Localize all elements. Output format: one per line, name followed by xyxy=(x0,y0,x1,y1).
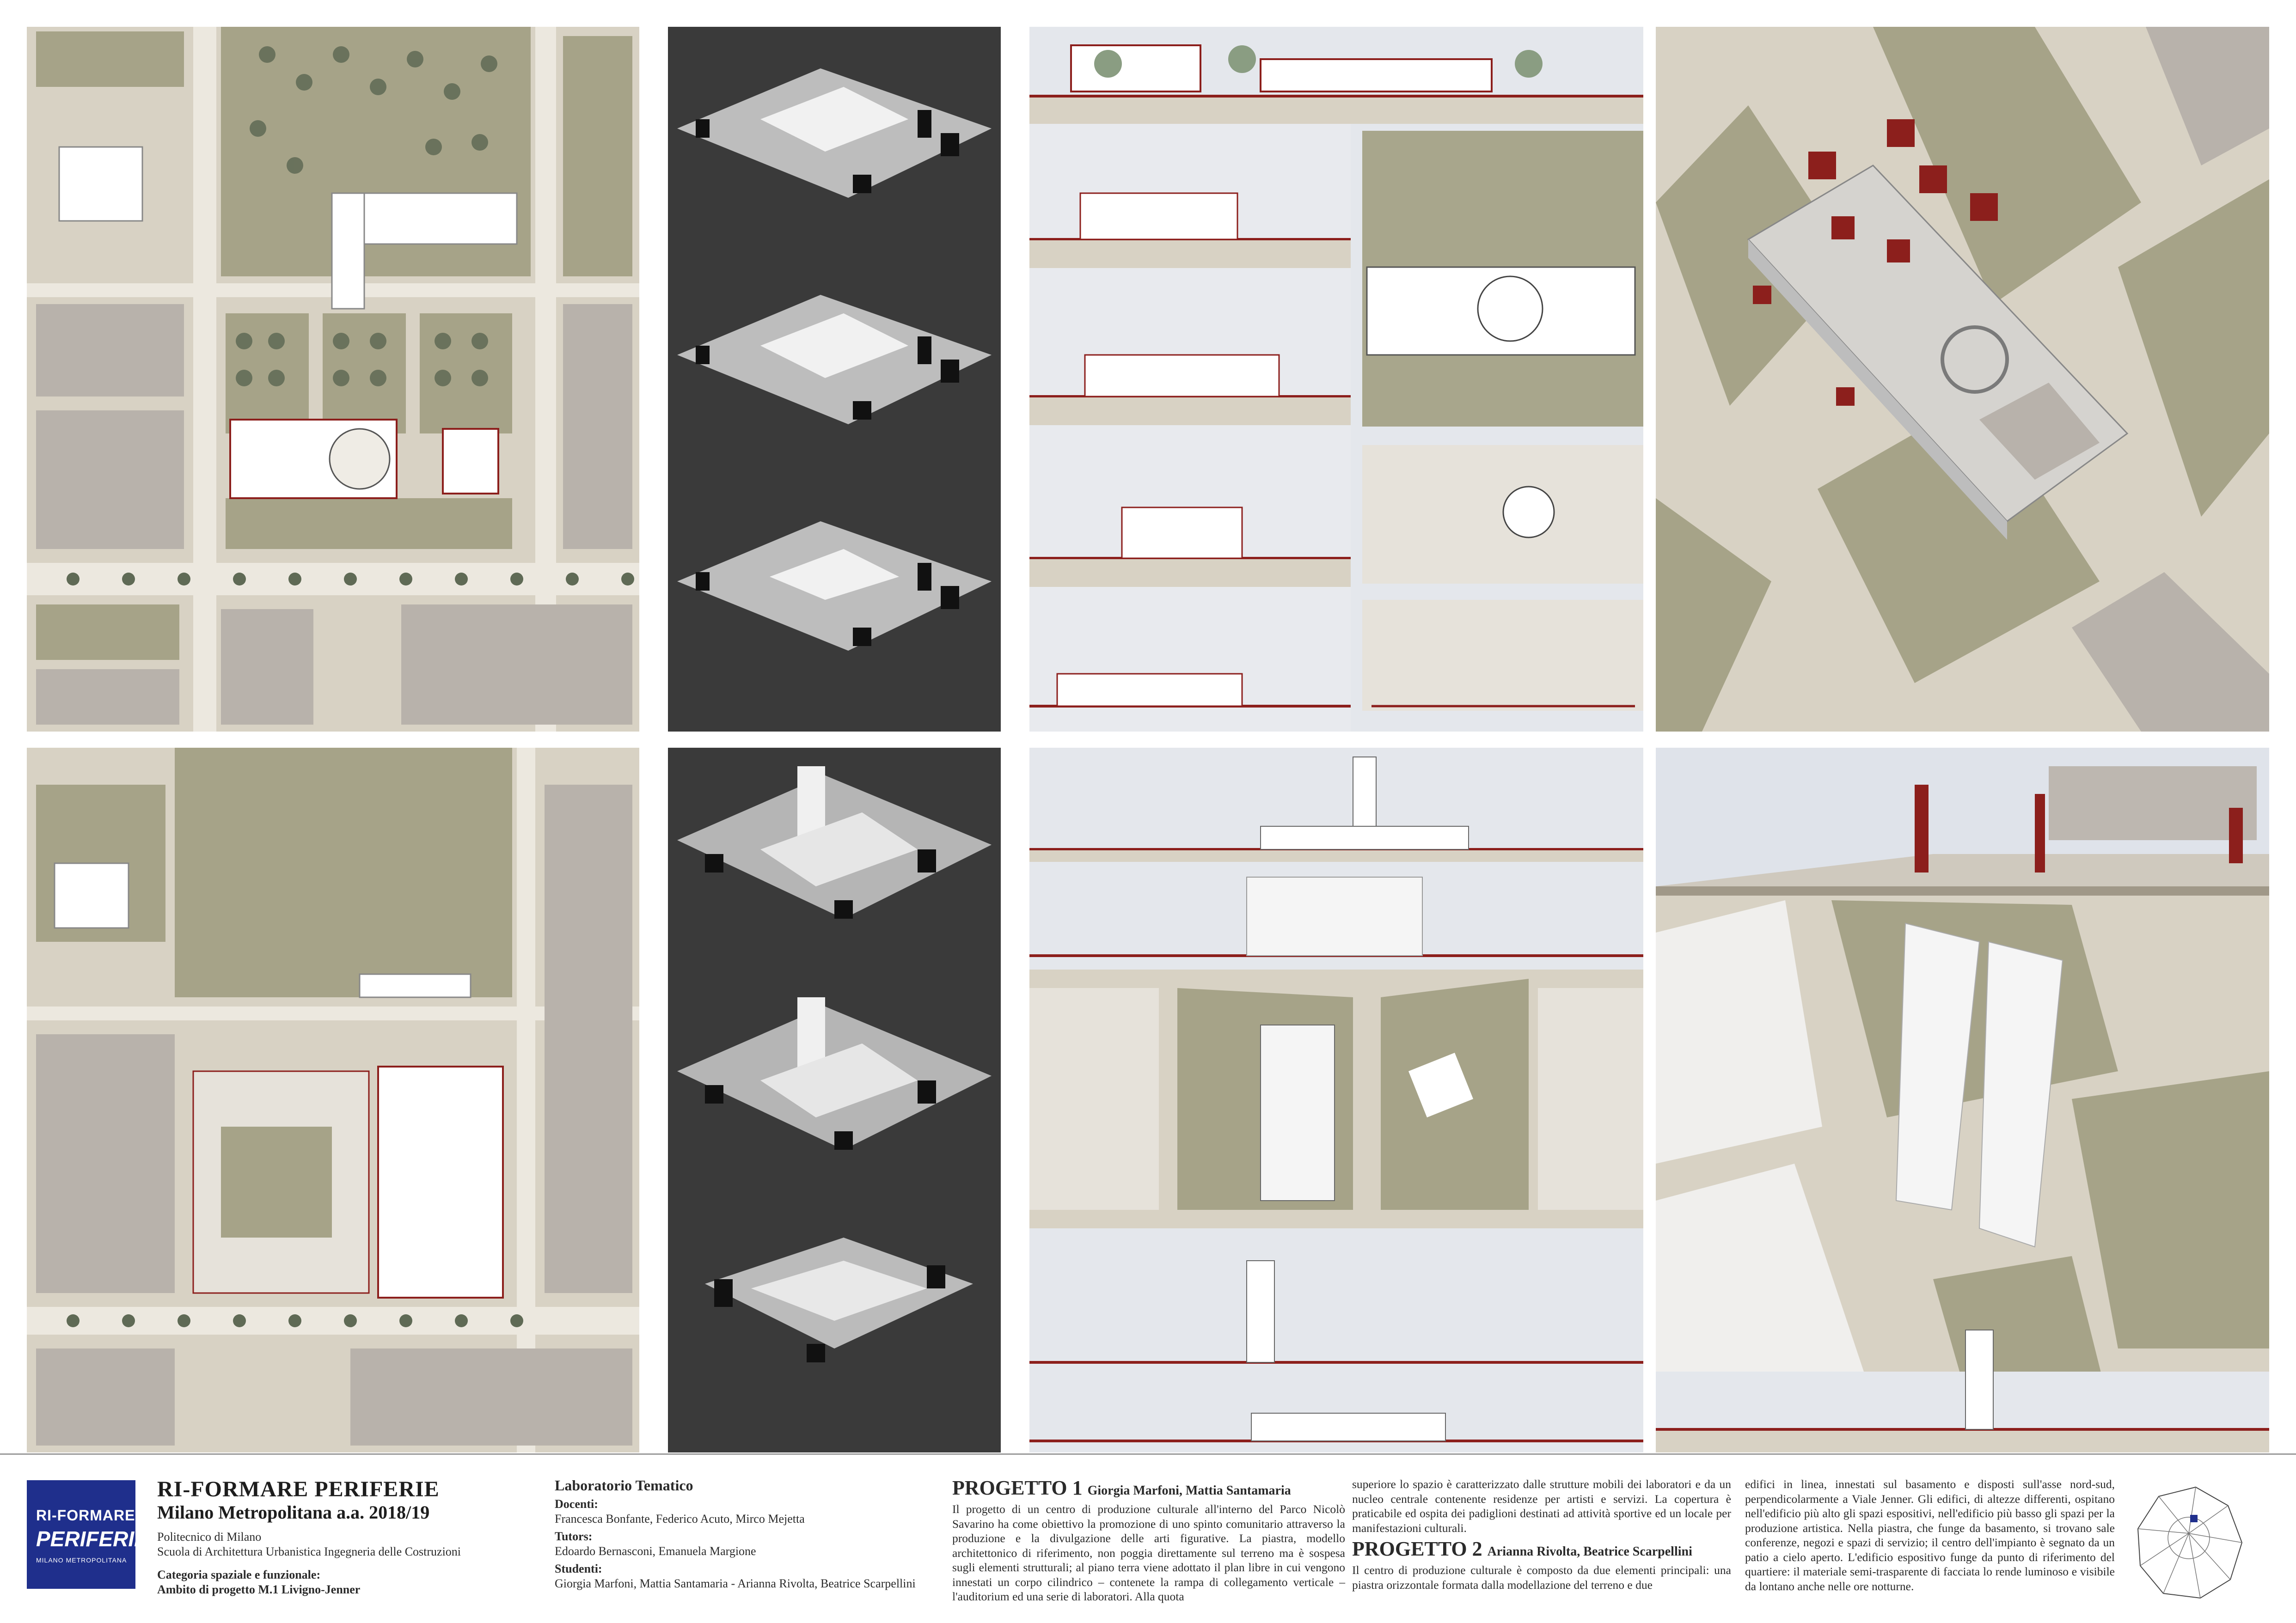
logo-line-3: MILANO METROPOLITANA xyxy=(36,1556,127,1564)
axonometric-project-1 xyxy=(1656,27,2269,732)
project-1-label: PROGETTO 1 xyxy=(952,1477,1083,1499)
project-2-description-a: Il centro di produzione culturale è comp… xyxy=(1352,1563,1731,1592)
milan-location-map xyxy=(2131,1483,2247,1603)
footer: RI-FORMARE PERIFERIE MILANO METROPOLITAN… xyxy=(0,1453,2296,1623)
site-plan-project-2 xyxy=(27,748,639,1452)
project-1-authors: Giorgia Marfoni, Mattia Santamaria xyxy=(1087,1483,1291,1498)
docenti-names: Francesca Bonfante, Federico Acuto, Mirc… xyxy=(555,1512,805,1525)
ri-formare-logo: RI-FORMARE PERIFERIE MILANO METROPOLITAN… xyxy=(27,1480,148,1589)
lab-heading: Laboratorio Tematico xyxy=(555,1477,693,1494)
category-label: Categoria spaziale e funzionale: xyxy=(157,1568,321,1581)
sections-plans-project-1 xyxy=(1029,27,1643,732)
axonometric-project-2 xyxy=(1656,748,2269,1452)
category-value: Ambito di progetto M.1 Livigno-Jenner xyxy=(157,1583,361,1596)
studenti-label: Studenti: xyxy=(555,1562,602,1575)
title-block: RI-FORMARE PERIFERIE Milano Metropolitan… xyxy=(157,1477,527,1597)
institution-line-1: Politecnico di Milano xyxy=(157,1530,262,1544)
project-1-description-b: superiore lo spazio è caratterizzato dal… xyxy=(1352,1477,1731,1535)
studenti-names: Giorgia Marfoni, Mattia Santamaria - Ari… xyxy=(555,1577,916,1590)
lab-credits: Laboratorio Tematico Docenti: Francesca … xyxy=(555,1477,938,1591)
model-views-project-1 xyxy=(668,27,1001,732)
docenti-label: Docenti: xyxy=(555,1497,598,1511)
page-subtitle: Milano Metropolitana a.a. 2018/19 xyxy=(157,1502,430,1523)
project-1-description-a: Il progetto di un centro di produzione c… xyxy=(952,1502,1345,1603)
logo-line-1: RI-FORMARE xyxy=(36,1507,135,1524)
model-views-project-2 xyxy=(668,748,1001,1452)
logo-line-2: PERIFERIE xyxy=(36,1527,148,1551)
institution-line-2: Scuola di Architettura Urbanistica Ingeg… xyxy=(157,1545,461,1558)
tutors-label: Tutors: xyxy=(555,1530,593,1543)
project-1-heading: PROGETTO 1 Giorgia Marfoni, Mattia Santa… xyxy=(952,1477,1345,1502)
project-2-label: PROGETTO 2 xyxy=(1352,1538,1482,1560)
project-1-text-b-and-project-2: superiore lo spazio è caratterizzato dal… xyxy=(1352,1477,1731,1592)
site-plan-project-1 xyxy=(27,27,639,732)
project-2-description-b: edifici in linea, innestati sul basament… xyxy=(1745,1477,2115,1593)
project-2-text-b: edifici in linea, innestati sul basament… xyxy=(1745,1477,2115,1593)
project-2-authors: Arianna Rivolta, Beatrice Scarpellini xyxy=(1487,1544,1692,1559)
project-1-text-a: PROGETTO 1 Giorgia Marfoni, Mattia Santa… xyxy=(952,1477,1345,1604)
sections-plans-project-2 xyxy=(1029,748,1643,1452)
page-title: RI-FORMARE PERIFERIE xyxy=(157,1477,440,1501)
tutors-names: Edoardo Bernasconi, Emanuela Margione xyxy=(555,1544,756,1558)
project-2-heading: PROGETTO 2 Arianna Rivolta, Beatrice Sca… xyxy=(1352,1538,1731,1563)
